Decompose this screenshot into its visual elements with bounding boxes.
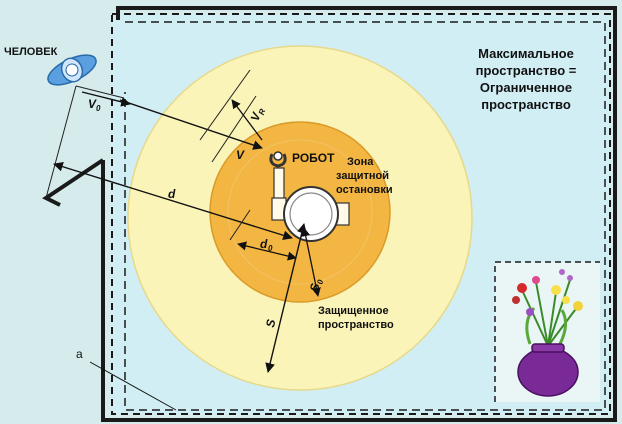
- svg-text:S: S: [263, 318, 278, 328]
- svg-text:V: V: [88, 97, 97, 111]
- v-label: V: [236, 148, 245, 162]
- d0-guide-line: [229, 209, 251, 241]
- svg-text:Защищенное: Защищенное: [318, 305, 389, 317]
- s-arrow: [265, 223, 307, 373]
- vr-guide-line-1: [199, 69, 251, 141]
- restricted-space-dashed-line: [124, 21, 606, 411]
- human-vertical-line: [45, 85, 77, 199]
- svg-text:пространство =: пространство =: [476, 63, 577, 78]
- vr-arrow: [231, 99, 263, 141]
- protected-space-label: Защищенное пространство: [318, 305, 394, 331]
- d-label: d: [168, 187, 176, 201]
- s-label: S: [263, 318, 278, 328]
- a-pointer-line: [89, 361, 177, 411]
- d-arrow: [53, 161, 293, 241]
- v0-arrow: [81, 91, 131, 107]
- human-to-wall-line: [75, 85, 125, 99]
- v0-label: V 0: [88, 97, 101, 113]
- svg-text:пространство: пространство: [481, 97, 571, 112]
- vr-guide-line-2: [211, 95, 257, 163]
- flower-vase-icon: [512, 269, 583, 397]
- svg-text:d: d: [260, 237, 268, 251]
- maximal-space-label: Максимальное пространство = Ограниченное…: [476, 46, 577, 112]
- svg-text:0: 0: [315, 279, 325, 285]
- svg-text:0: 0: [96, 104, 101, 113]
- svg-text:Максимальное: Максимальное: [478, 46, 574, 61]
- vr-label: V R: [248, 107, 268, 123]
- a-label: a: [76, 347, 83, 361]
- svg-text:R: R: [257, 107, 268, 116]
- wall: [101, 6, 617, 422]
- v-arrow: [119, 99, 263, 150]
- robot-label: РОБОТ: [292, 151, 335, 165]
- svg-text:Ограниченное: Ограниченное: [480, 80, 572, 95]
- svg-text:остановки: остановки: [336, 184, 393, 196]
- s0-label: S 0: [307, 279, 325, 293]
- human-label: ЧЕЛОВЕК: [4, 46, 58, 58]
- svg-text:Зона: Зона: [347, 156, 374, 168]
- svg-text:0: 0: [268, 244, 273, 253]
- stop-zone-label: Зона защитной остановки: [336, 156, 393, 196]
- human-icon: [47, 54, 97, 86]
- svg-text:защитной: защитной: [336, 170, 389, 182]
- svg-text:S: S: [307, 282, 322, 292]
- flower-alcove-border: [494, 261, 600, 402]
- d0-label: d 0: [260, 237, 273, 253]
- svg-text:пространство: пространство: [318, 319, 394, 331]
